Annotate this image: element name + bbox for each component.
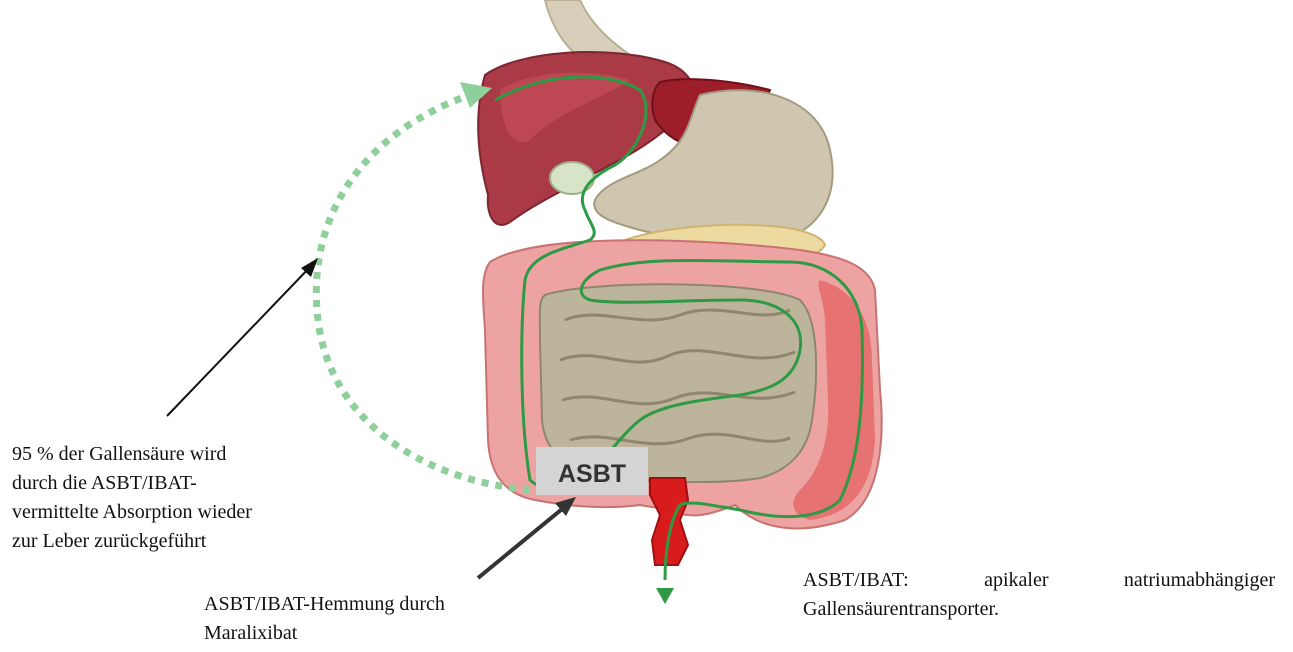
- gallbladder: [550, 162, 594, 194]
- inhibition-annotation-line: Maralixibat: [204, 619, 564, 648]
- inhibition-annotation: ASBT/IBAT-Hemmung durch Maralixibat: [204, 590, 564, 648]
- inhibition-pointer-line: [478, 505, 567, 578]
- recycle-annotation-line: 95 % der Gallensäure wird: [12, 440, 312, 469]
- recycle-annotation: 95 % der Gallensäure wird durch die ASBT…: [12, 440, 312, 556]
- excretion-arrowhead: [656, 588, 674, 604]
- definition-annotation: ASBT/IBAT: apikaler natriumabhängiger Ga…: [803, 566, 1275, 624]
- recycle-annotation-line: vermittelte Absorption wieder: [12, 498, 312, 527]
- asbt-label: ASBT: [558, 460, 626, 488]
- recycle-annotation-line: durch die ASBT/IBAT-: [12, 469, 312, 498]
- recycle-annotation-line: zur Leber zurückgeführt: [12, 527, 312, 556]
- definition-annotation-line: Gallensäurentransporter.: [803, 598, 999, 620]
- inhibition-annotation-line: ASBT/IBAT-Hemmung durch: [204, 590, 564, 619]
- definition-annotation-line: ASBT/IBAT: apikaler natriumabhängiger: [803, 566, 1275, 595]
- recycle-pointer-line: [167, 265, 312, 416]
- rectum: [650, 478, 688, 565]
